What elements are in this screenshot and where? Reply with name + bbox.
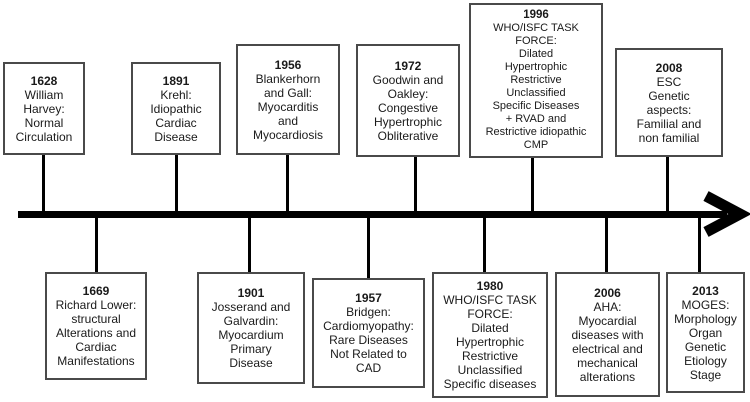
event-year: 2013 <box>692 283 719 298</box>
event-description: Krehl: Idiopathic Cardiac Disease <box>150 87 202 144</box>
event-description: Bridgen: Cardiomyopathy: Rare Diseases N… <box>323 305 414 375</box>
event-description: MOGES: Morphology Organ Genetic Etiology… <box>674 297 737 382</box>
event-description: WHO/ISFC TASK FORCE: Dilated Hypertrophi… <box>443 293 537 391</box>
event-year: 1628 <box>30 73 58 88</box>
event-box-1956: 1956 Blankerhorn and Gall: Myocarditis a… <box>236 44 340 155</box>
event-description: AHA: Myocardial diseases with electrical… <box>571 299 644 384</box>
event-box-1972: 1972 Goodwin and Oakley: Congestive Hype… <box>356 44 460 157</box>
connector-line <box>666 155 669 213</box>
event-year: 1956 <box>274 57 302 72</box>
connector-line <box>367 216 370 280</box>
connector-line <box>605 216 608 274</box>
event-year: 2008 <box>655 60 683 75</box>
timeline-arrowhead-icon <box>703 191 750 237</box>
event-box-2013: 2013 MOGES: Morphology Organ Genetic Eti… <box>666 272 745 393</box>
connector-line <box>95 216 98 274</box>
event-year: 1891 <box>162 73 190 88</box>
event-year: 1957 <box>355 291 382 305</box>
event-year: 1901 <box>237 286 265 300</box>
connector-line <box>483 216 486 274</box>
event-description: WHO/ISFC TASK FORCE: Dilated Hypertrophi… <box>485 22 587 151</box>
event-description: Goodwin and Oakley: Congestive Hypertrop… <box>372 72 444 143</box>
event-box-1669: 1669 Richard Lower: structural Alteratio… <box>45 272 147 380</box>
connector-line <box>42 153 45 213</box>
event-description: Blankerhorn and Gall: Myocarditis and My… <box>252 71 324 142</box>
event-box-1891: 1891 Krehl: Idiopathic Cardiac Disease <box>131 62 221 155</box>
event-year: 1972 <box>394 58 422 73</box>
connector-line <box>414 155 417 213</box>
connector-line <box>175 153 178 213</box>
event-description: ESC Genetic aspects: Familial and non fa… <box>636 74 702 145</box>
event-box-1980: 1980 WHO/ISFC TASK FORCE: Dilated Hypert… <box>432 272 548 398</box>
event-year: 2006 <box>594 285 621 300</box>
event-year: 1669 <box>82 284 110 298</box>
timeline-arrow-shaft <box>18 211 727 218</box>
event-description: Richard Lower: structural Alterations an… <box>55 298 137 368</box>
event-box-1628: 1628 William Harvey: Normal Circulation <box>3 62 85 155</box>
event-year: 1996 <box>523 9 549 21</box>
connector-line <box>248 216 251 274</box>
event-box-2006: 2006 AHA: Myocardial diseases with elect… <box>555 272 660 397</box>
event-box-1957: 1957 Bridgen: Cardiomyopathy: Rare Disea… <box>312 278 425 388</box>
connector-line <box>286 153 289 213</box>
event-description: William Harvey: Normal Circulation <box>15 87 73 144</box>
event-box-1901: 1901 Josserand and Galvardin: Myocardium… <box>197 272 305 384</box>
event-box-1996: 1996 WHO/ISFC TASK FORCE: Dilated Hypert… <box>469 3 603 158</box>
connector-line <box>531 156 534 213</box>
connector-line <box>698 216 701 274</box>
event-year: 1980 <box>476 279 504 293</box>
event-description: Josserand and Galvardin: Myocardium Prim… <box>211 300 291 370</box>
event-box-2008: 2008 ESC Genetic aspects: Familial and n… <box>615 48 723 157</box>
